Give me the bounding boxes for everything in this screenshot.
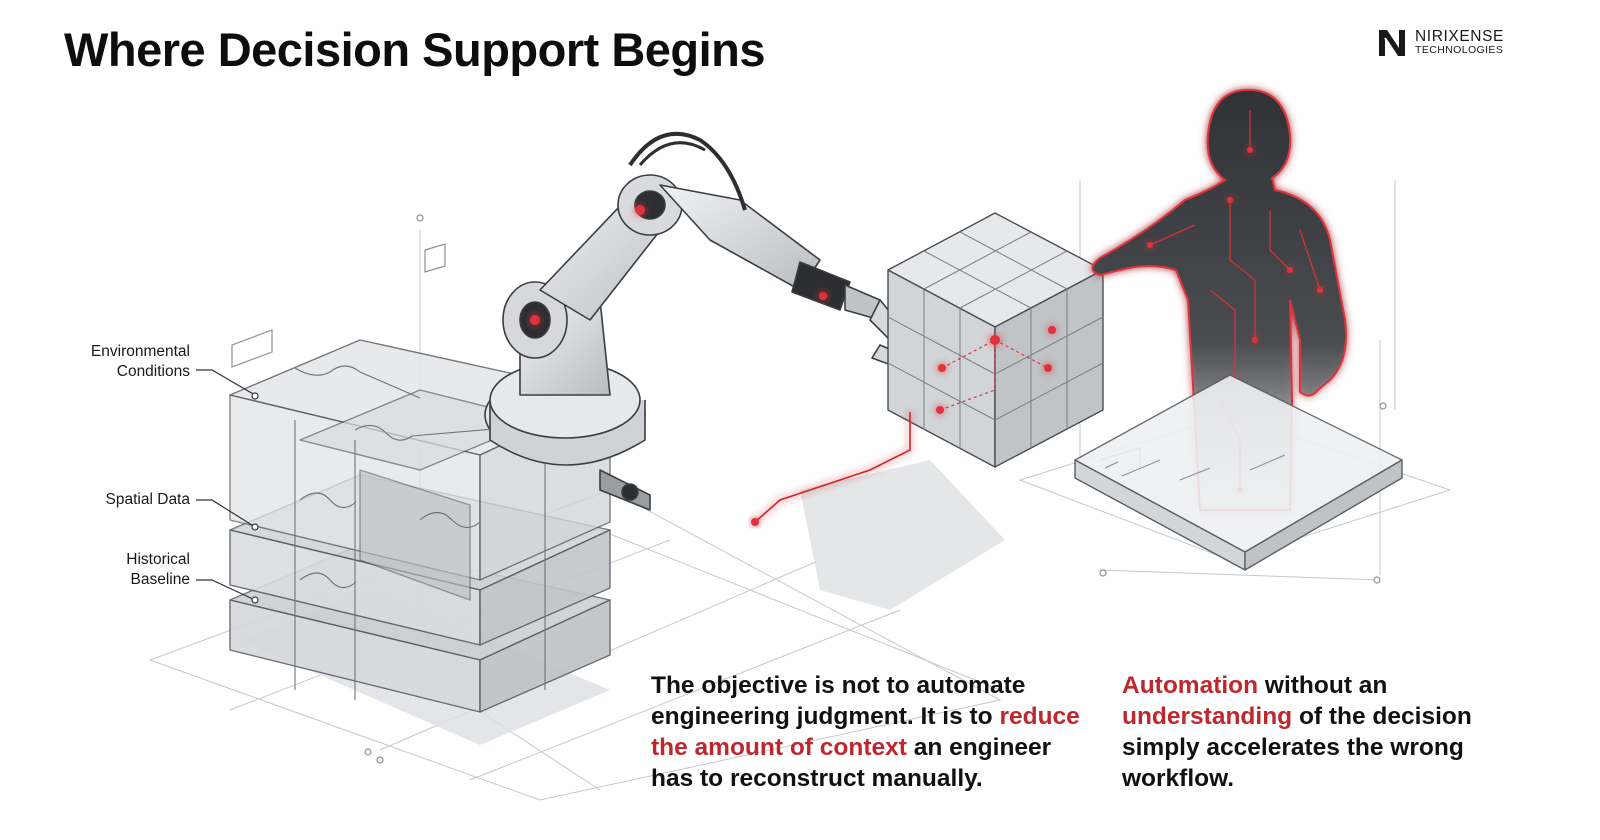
puzzle-seams [294,365,546,700]
paragraph-text: an engineer [906,734,1052,761]
company-logo: NIRIXENSE TECHNOLOGIES [1377,26,1537,60]
cube-red-paths [939,339,1049,411]
highlight-text: Automation [1122,672,1259,699]
paragraph-line: engineering judgment. It is to reduce [651,701,1121,732]
layer-label-line: Baseline [130,571,190,588]
glass-platform [1074,374,1403,571]
paragraph-line: has to reconstruct manually. [651,765,983,792]
paragraph-line: Automation without an [1122,670,1522,701]
highlight-text: reduce [999,703,1080,730]
highlight-text: understanding [1122,703,1293,730]
layer-label-spatial: Spatial Data [40,490,190,510]
paragraph-line: workflow. [1122,765,1235,792]
logo-subtitle: TECHNOLOGIES [1415,44,1504,56]
layer-label-line: Conditions [116,363,190,380]
layer-label-line: Environmental [90,343,190,360]
paragraph-text: engineering judgment. It is to [651,703,1000,730]
paragraph-line: The objective is not to automate [651,672,1026,699]
logo-name: NIRIXENSE [1415,28,1504,45]
objective-paragraph: The objective is not to automate enginee… [651,670,1121,794]
paragraph-text: without an [1258,672,1388,699]
layer-label-historical: Historical Baseline [40,550,190,590]
paragraph-line: understanding of the decision [1122,701,1522,732]
blueprint-dots [364,214,1387,764]
robotic-arm-icon [484,131,916,511]
paragraph-line: simply accelerates the wrong [1122,734,1464,761]
cube-seams [887,231,1104,448]
automation-paragraph: Automation without an understanding of t… [1122,670,1522,794]
layer-label-line: Historical [126,551,190,568]
page-title: Where Decision Support Begins [64,23,766,76]
platform-ticks [1104,454,1286,481]
n-monogram-icon [1379,30,1405,57]
highlight-text: the amount of context [651,734,907,761]
robot-joint-glows [530,205,827,325]
cube-red-nodes [936,326,1056,414]
red-signal-line [754,412,911,523]
paragraph-line: the amount of context an engineer [651,732,1121,763]
layer-label-environmental: Environmental Conditions [40,342,190,382]
layer-label-line: Spatial Data [105,491,190,508]
label-leaders [196,369,256,601]
paragraph-text: of the decision [1292,703,1472,730]
